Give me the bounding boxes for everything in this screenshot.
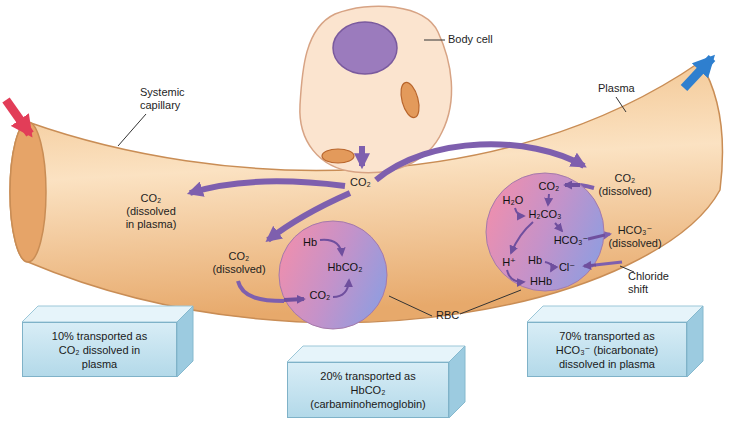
co2-arrow	[190, 181, 345, 193]
leader-line	[460, 290, 521, 314]
reaction-arrow	[515, 208, 524, 216]
chem-formula: Hb	[528, 254, 542, 267]
nucleus	[333, 22, 397, 74]
leader-line	[424, 40, 445, 41]
chem-formula: CO₂	[539, 180, 560, 193]
leader-line	[616, 97, 626, 112]
box-text: 20% transported as HbCO₂ (carbaminohemog…	[302, 369, 434, 411]
chem-formula: HCO₃⁻	[554, 234, 589, 247]
red-blood-cell: H₂O CO₂ H₂CO₃ HCO₃⁻ H⁺ HbHHb Cl⁻	[485, 172, 605, 292]
chem-formula: H₂O	[503, 194, 524, 207]
reaction-arrow	[511, 222, 533, 253]
text-label: Body cell	[448, 33, 493, 46]
box-text: 10% transported as CO₂ dissolved in plas…	[48, 329, 152, 371]
box-top-face	[527, 306, 703, 322]
capillary-opening	[10, 122, 46, 262]
box-side-face	[449, 346, 465, 418]
text-label: RBC	[436, 309, 459, 322]
reaction-arrow	[555, 223, 562, 231]
blood-in-arrow	[6, 100, 30, 134]
reaction-arrow	[284, 299, 304, 300]
reaction-arrow	[507, 270, 524, 282]
rbc-outline	[278, 220, 388, 330]
text-label: CO₂ (dissolved)	[596, 172, 654, 198]
leader-line	[389, 296, 432, 316]
chem-formula: Cl⁻	[559, 261, 575, 274]
chem-formula: HHb	[530, 275, 552, 288]
reaction-arrow	[320, 240, 342, 255]
percentage-box: 10% transported as CO₂ dissolved in plas…	[22, 322, 177, 377]
box-side-face	[177, 306, 193, 377]
chem-formula: Hb	[303, 236, 317, 249]
text-label: CO₂ (dissolved)	[210, 250, 268, 276]
co2-arrow	[238, 281, 284, 301]
percentage-box: 20% transported as HbCO₂ (carbaminohemog…	[287, 362, 449, 418]
body-cell	[300, 6, 452, 173]
box-top-face	[287, 346, 465, 362]
box-text: 70% transported as HCO₃⁻ (bicarbonate) d…	[543, 329, 671, 371]
percentage-box: 70% transported as HCO₃⁻ (bicarbonate) d…	[527, 322, 687, 377]
text-label: Chloride shift	[628, 270, 680, 296]
reaction-arrow	[333, 280, 349, 297]
leader-line	[118, 114, 146, 146]
text-label: CO₂	[350, 176, 371, 189]
reaction-arrow	[588, 235, 605, 239]
text-label: Systemic capillary	[140, 86, 202, 112]
reaction-arrow	[548, 194, 549, 205]
rbc-circle	[279, 221, 387, 329]
chem-formula: CO₂	[310, 289, 331, 302]
rbc-circle	[486, 173, 604, 291]
text-label: HCO₃⁻ (dissolved)	[606, 224, 664, 250]
mitochondrion	[398, 81, 423, 120]
chem-formula: H⁺	[502, 256, 516, 269]
mitochondrion	[322, 149, 354, 163]
chloride-arrow	[595, 262, 622, 265]
reaction-arrow	[565, 183, 580, 187]
reaction-arrow	[584, 265, 596, 266]
box-side-face	[687, 306, 703, 377]
red-blood-cell: HbHbCO₂ CO₂	[278, 220, 388, 330]
chem-formula: H₂CO₃	[528, 208, 561, 221]
text-label: CO₂ (dissolved in plasma)	[122, 192, 180, 231]
box-top-face	[22, 306, 193, 322]
text-label: Plasma	[598, 82, 635, 95]
co2-arrow	[359, 146, 365, 166]
chem-formula: HbCO₂	[328, 261, 363, 274]
reaction-arrow	[545, 262, 552, 271]
blood-out-arrow	[684, 58, 712, 88]
